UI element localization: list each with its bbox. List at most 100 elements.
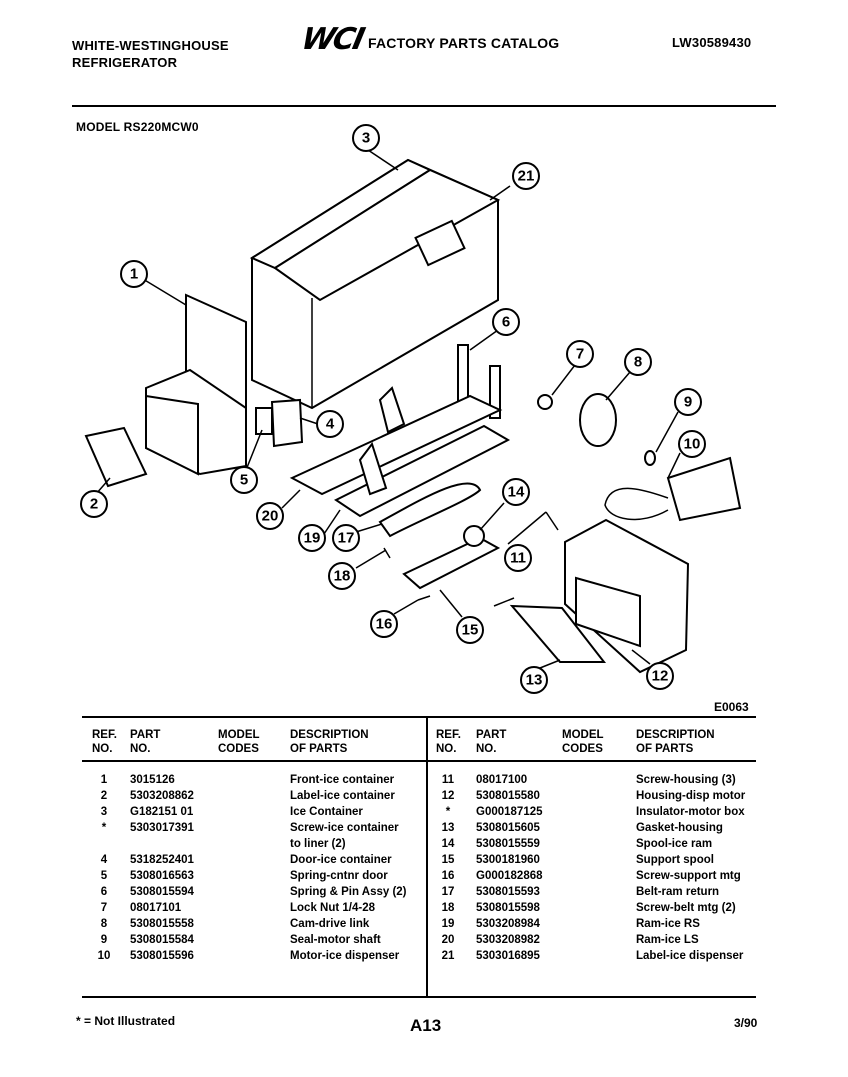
spool-part xyxy=(463,525,485,547)
table-cell: 5308016563 xyxy=(130,870,194,882)
page-number: A13 xyxy=(410,1016,442,1035)
callout-12: 12 xyxy=(646,662,674,690)
table-cell: 12 xyxy=(441,790,455,802)
svg-text:11: 11 xyxy=(510,550,526,567)
svg-text:3: 3 xyxy=(362,130,370,147)
diagram-code: E0063 xyxy=(714,700,749,714)
callout-8: 8 xyxy=(624,348,652,376)
table-cell: Screw-belt mtg (2) xyxy=(636,902,736,914)
lock-nut-part xyxy=(537,394,553,410)
svg-text:12: 12 xyxy=(652,668,669,685)
table-cell: Housing-disp motor xyxy=(636,790,746,802)
svg-text:13: 13 xyxy=(526,672,543,689)
table-header-rule xyxy=(82,760,756,762)
callout-1: 1 xyxy=(120,260,148,288)
table-cell: Door-ice container xyxy=(290,854,392,866)
callout-7: 7 xyxy=(566,340,594,368)
spring-pin-part-2 xyxy=(489,365,501,419)
svg-text:4: 4 xyxy=(326,416,335,433)
callout-15: 15 xyxy=(456,616,484,644)
table-cell: Ram-ice LS xyxy=(636,934,699,946)
table-cell: G000182868 xyxy=(476,870,543,882)
svg-text:9: 9 xyxy=(684,394,692,411)
header-ref-no: REF.NO. xyxy=(92,729,117,755)
table-cell: 15 xyxy=(441,854,455,866)
table-cell: G182151 01 xyxy=(130,806,194,818)
table-cell: 08017100 xyxy=(476,774,528,786)
svg-text:14: 14 xyxy=(508,484,525,501)
table-cell: 5308015593 xyxy=(476,886,540,898)
table-cell: 7 xyxy=(100,902,108,914)
table-cell: 5 xyxy=(100,870,108,882)
table-cell: Screw-ice container xyxy=(290,822,399,834)
ice-container-part xyxy=(249,158,501,410)
table-cell: 4 xyxy=(100,854,108,866)
callout-14: 14 xyxy=(502,478,530,506)
callout-20: 20 xyxy=(256,502,284,530)
table-cell: Cam-drive link xyxy=(290,918,370,930)
table-cell: 5303016895 xyxy=(476,950,540,962)
table-cell: Label-ice dispenser xyxy=(636,950,744,962)
table-cell: Screw-support mtg xyxy=(636,870,741,882)
cam-drive-part xyxy=(579,393,617,447)
callout-18: 18 xyxy=(328,562,356,590)
callout-11: 11 xyxy=(504,544,532,572)
catalog-title: FACTORY PARTS CATALOG xyxy=(368,35,560,51)
svg-text:18: 18 xyxy=(334,568,351,585)
spring-pin-part xyxy=(457,344,469,406)
table-cell: 5303208984 xyxy=(476,918,540,930)
table-cell: 5308015580 xyxy=(476,790,540,802)
table-cell: Ice Container xyxy=(290,806,363,818)
svg-text:17: 17 xyxy=(338,530,355,547)
revision-date: 3/90 xyxy=(734,1016,758,1030)
table-cell: Label-ice container xyxy=(290,790,395,802)
belt-part xyxy=(378,482,482,538)
callout-13: 13 xyxy=(520,666,548,694)
table-cell: 5318252401 xyxy=(130,854,194,866)
svg-text:10: 10 xyxy=(684,436,701,453)
spring-part xyxy=(255,407,273,435)
callout-4: 4 xyxy=(316,410,344,438)
door-ice-container-part xyxy=(270,398,304,448)
svg-text:2: 2 xyxy=(90,496,98,513)
table-cell: Motor-ice dispenser xyxy=(290,950,400,962)
svg-text:6: 6 xyxy=(502,314,510,331)
table-cell: Support spool xyxy=(636,854,714,866)
table-cell: 3 xyxy=(100,806,108,818)
svg-text:7: 7 xyxy=(576,346,584,363)
motor-part xyxy=(666,456,742,522)
table-cell: 2 xyxy=(100,790,108,802)
table-cell: Spring-cntnr door xyxy=(290,870,388,882)
table-bottom-rule xyxy=(82,996,756,998)
table-cell: Gasket-housing xyxy=(636,822,723,834)
table-cell: 5308015584 xyxy=(130,934,194,946)
svg-text:5: 5 xyxy=(240,472,248,489)
gasket-part xyxy=(509,604,607,663)
table-cell: 5303208982 xyxy=(476,934,540,946)
table-cell: 5300181960 xyxy=(476,854,540,866)
table-cell: 5303208862 xyxy=(130,790,194,802)
table-cell: 08017101 xyxy=(130,902,182,914)
table-cell: Lock Nut 1/4-28 xyxy=(290,902,375,914)
svg-text:16: 16 xyxy=(376,616,393,633)
svg-text:19: 19 xyxy=(304,530,321,547)
table-cell: Screw-housing (3) xyxy=(636,774,736,786)
seal-part xyxy=(644,450,656,466)
table-cell xyxy=(130,836,194,852)
table-cell: 20 xyxy=(441,934,455,946)
table-cell: Ram-ice RS xyxy=(636,918,700,930)
table-cell: Front-ice container xyxy=(290,774,395,786)
callout-16: 16 xyxy=(370,610,398,638)
callout-5: 5 xyxy=(230,466,258,494)
table-divider xyxy=(426,716,428,998)
brand-name: WHITE-WESTINGHOUSE xyxy=(72,38,229,53)
table-cell xyxy=(92,836,116,852)
table-cell: 10 xyxy=(97,950,111,962)
callout-10: 10 xyxy=(678,430,706,458)
callout-3: 3 xyxy=(352,124,380,152)
